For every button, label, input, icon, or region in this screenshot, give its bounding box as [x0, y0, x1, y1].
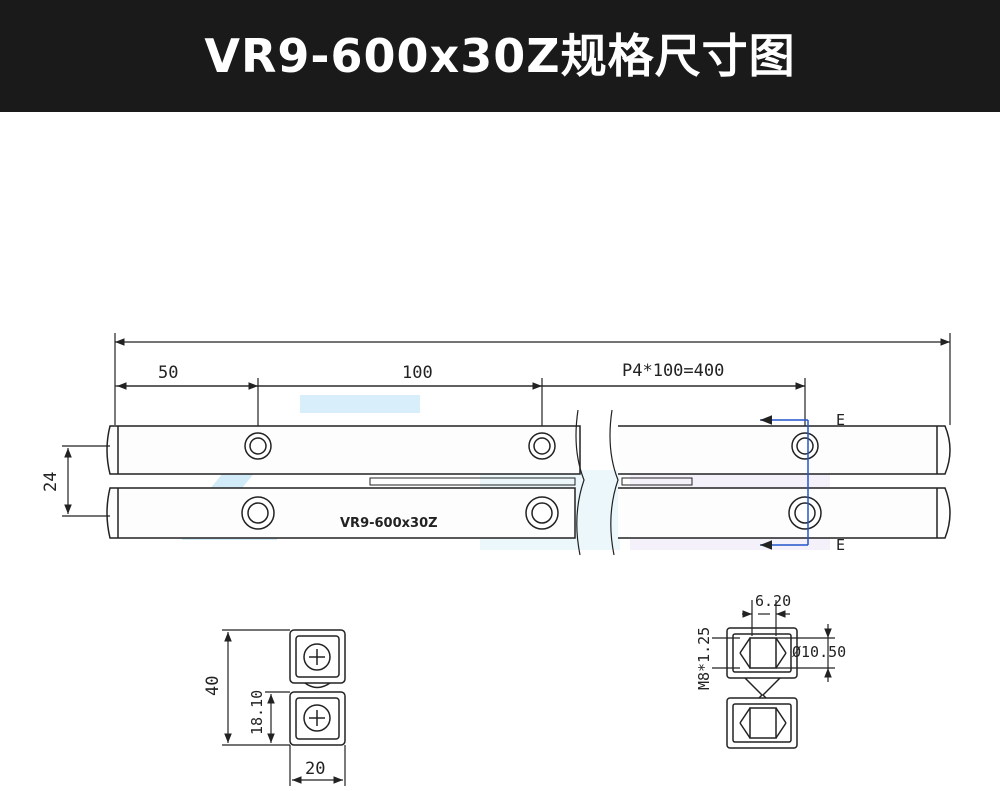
- roller-cage-line: [369, 477, 693, 486]
- hole-spacing-dimensions: [115, 378, 806, 440]
- cross-section-right: [726, 627, 798, 749]
- section-cut-arrows: [760, 415, 809, 550]
- overall-length-dimension: [114, 333, 951, 425]
- dim-18-10: 18.10: [248, 690, 266, 735]
- dim-100: 100: [402, 363, 433, 383]
- dim-20: 20: [305, 759, 325, 779]
- dim-thread: M8*1.25: [695, 627, 713, 690]
- dim-6-20: 6.20: [755, 592, 791, 610]
- page-title: VR9-600x30Z规格尺寸图: [204, 29, 796, 83]
- rail-label: VR9-600x30Z: [340, 516, 438, 531]
- section-mark-bottom: E: [836, 536, 845, 554]
- section-left-dimensions: [222, 629, 346, 786]
- dim-counterbore: Ø10.50: [792, 643, 846, 661]
- section-right-dimensions: [712, 600, 835, 682]
- header-banner: VR9-600x30Z规格尺寸图: [0, 0, 1000, 112]
- rail-bottom: [106, 487, 951, 539]
- cross-section-left: [289, 629, 346, 746]
- technical-drawing: Z 50 100 P4*100=400: [41, 333, 951, 786]
- dim-24: 24: [41, 472, 61, 492]
- section-mark-top: E: [836, 411, 845, 429]
- rail-top: [106, 425, 951, 475]
- mounting-holes: [241, 432, 822, 530]
- break-lines: [575, 409, 619, 556]
- dim-40: 40: [203, 676, 223, 696]
- dim-50: 50: [158, 363, 178, 383]
- dim-pitch: P4*100=400: [622, 361, 724, 381]
- rail-gap-dimension: [62, 445, 110, 517]
